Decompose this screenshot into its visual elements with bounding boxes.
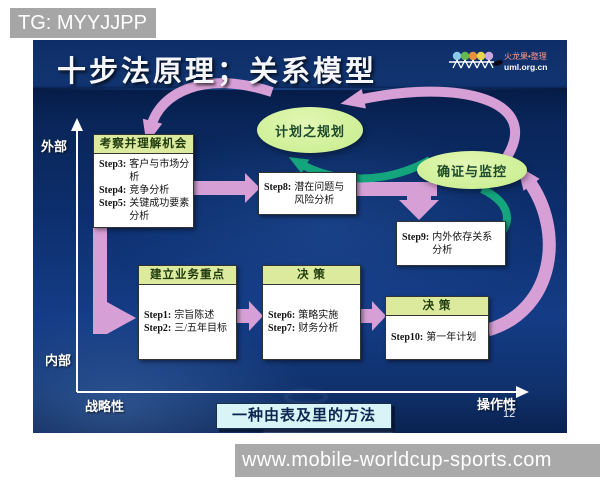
step-number: Step1: — [144, 310, 172, 321]
watermark-url-badge: www.mobile-worldcup-sports.com — [235, 444, 600, 477]
axis-label-internal: 内部 — [45, 353, 72, 368]
arrow-decision-to-decision2 — [359, 301, 386, 331]
presentation-slide: 十步法原理；关系模型 火龙果•整理 uml.org.cn — [33, 40, 567, 433]
step-row: Step8: 潜在问题与风险分析 — [264, 181, 353, 207]
uml-org-logo: 火龙果•整理 uml.org.cn — [449, 51, 547, 72]
node-opportunity-header: 考察并理解机会 — [94, 135, 193, 154]
step-text: 关键成功要素分析 — [129, 198, 190, 222]
step-number: Step2: — [144, 323, 172, 334]
arrow-opportunity-to-step8 — [193, 173, 260, 203]
arrow-monitor-to-plan — [340, 86, 521, 163]
step-text: 潜在问题与风险分析 — [294, 181, 345, 206]
step-row: Step3: 客户与市场分析 — [99, 158, 190, 184]
step-number: Step10: — [391, 332, 424, 343]
step-row: Step10: 第一年计划 — [391, 331, 485, 344]
faint-watermark-oval — [285, 390, 327, 404]
step-row: Step9: 内外依存关系分析 — [402, 231, 502, 257]
step-number: Step8: — [264, 181, 292, 193]
node-decision-2-header: 决 策 — [386, 297, 488, 316]
arrow-focus-to-decision — [236, 301, 263, 331]
step-number: Step3: — [99, 159, 127, 170]
axis-label-strategic: 战略性 — [85, 399, 125, 414]
step-text: 三/五年目标 — [174, 323, 228, 334]
node-step9: Step9: 内外依存关系分析 — [396, 221, 506, 266]
arrow-opportunity-to-focus — [93, 226, 136, 334]
watermark-top-badge: TG: MYYJJPP — [10, 8, 156, 38]
step-number: Step9: — [402, 231, 430, 243]
node-plan-of-plans: 计划之规划 — [257, 107, 363, 153]
slide-caption: 一种由表及里的方法 — [216, 403, 392, 429]
faint-watermark-text — [263, 428, 393, 433]
slide-title: 十步法原理；关系模型 — [57, 56, 378, 88]
step-row: Step1: 宗旨陈述 — [144, 309, 233, 322]
node-business-focus-header: 建立业务重点 — [139, 266, 236, 285]
step-number: Step6: — [268, 310, 296, 321]
step-row: Step2: 三/五年目标 — [144, 322, 233, 335]
step-row: Step4: 竞争分析 — [99, 184, 190, 197]
arrow-step8-elbow — [355, 182, 437, 196]
title-divider — [33, 88, 567, 90]
logo-text-line2: uml.org.cn — [504, 62, 547, 72]
node-business-focus: 建立业务重点 Step1: 宗旨陈述 Step2: 三/五年目标 — [138, 265, 237, 360]
node-step8: Step8: 潜在问题与风险分析 — [258, 172, 357, 215]
step-row: Step6: 策略实施 — [268, 309, 357, 322]
slide-page-number: 12 — [503, 408, 516, 420]
node-verify-monitor: 确证与监控 — [417, 151, 527, 189]
node-plan-label: 计划之规划 — [274, 123, 345, 139]
step-text: 第一年计划 — [426, 332, 477, 343]
node-monitor-label: 确证与监控 — [436, 163, 507, 179]
step-text: 内外依存关系分析 — [432, 231, 493, 256]
node-decision-1-header: 决 策 — [263, 266, 360, 285]
node-decision-1: 决 策 Step6: 策略实施 Step7: 财务分析 — [262, 265, 361, 360]
step-row: Step5: 关键成功要素分析 — [99, 197, 190, 223]
step-row: Step7: 财务分析 — [268, 322, 357, 335]
node-opportunity: 考察并理解机会 Step3: 客户与市场分析 Step4: 竞争分析 Step5… — [93, 134, 194, 228]
logo-text-line1: 火龙果•整理 — [504, 51, 547, 61]
step-number: Step4: — [99, 185, 127, 196]
axis-label-external: 外部 — [41, 139, 68, 154]
step-text: 竞争分析 — [129, 185, 170, 196]
step-number: Step7: — [268, 323, 296, 334]
step-number: Step5: — [99, 198, 127, 209]
step-text: 客户与市场分析 — [129, 159, 190, 183]
axis-label-operational: 操作性 — [477, 397, 517, 412]
step-text: 宗旨陈述 — [174, 310, 215, 321]
arrow-down-to-step9 — [399, 190, 439, 220]
step-text: 策略实施 — [298, 310, 339, 321]
node-decision-2: 决 策 Step10: 第一年计划 — [385, 296, 489, 360]
people-dots-icon — [449, 51, 503, 69]
step-text: 财务分析 — [298, 323, 339, 334]
